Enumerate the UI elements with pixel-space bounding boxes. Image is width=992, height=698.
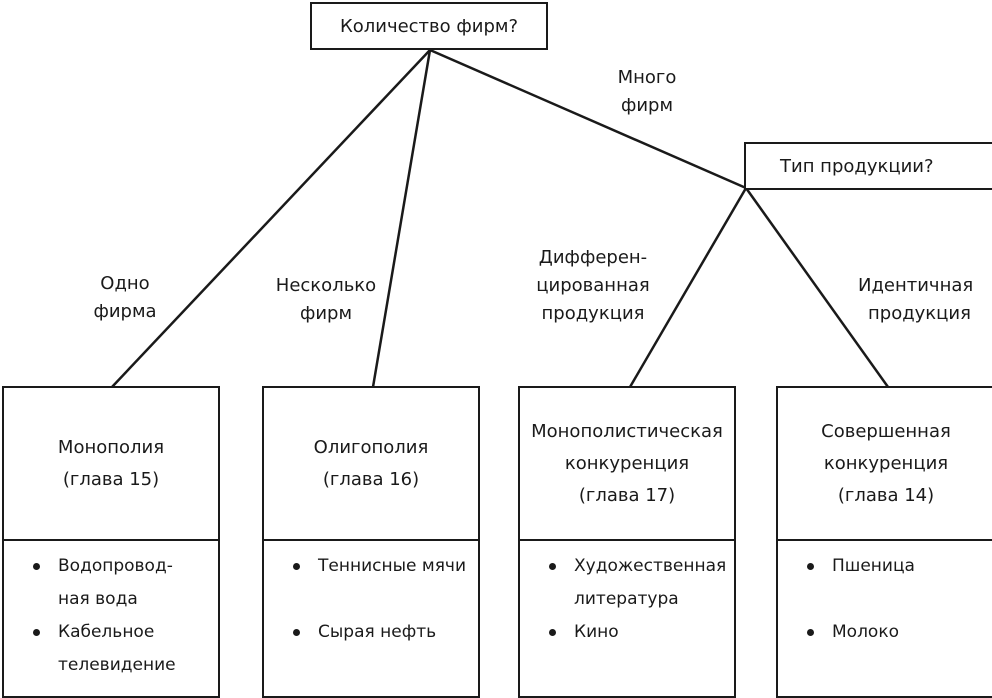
- bullet-icon: [293, 629, 300, 636]
- product-type-question-label: Тип продукции?: [780, 155, 934, 177]
- market-type-title: Монополистическая конкуренция (глава 17): [520, 388, 734, 541]
- list-item: Пшеница: [778, 550, 992, 583]
- branch-label-differentiated: Дифферен- цированная продукция: [536, 247, 650, 324]
- many-firms-label: Много фирм: [617, 67, 677, 116]
- edge-differentiated: [628, 187, 748, 388]
- market-box-monopoly: Монополия (глава 15) Водопровод- ная вод…: [2, 386, 220, 698]
- example-list: Теннисные мячи Сырая нефть: [264, 550, 478, 649]
- bullet-icon: [807, 629, 814, 636]
- list-item: Кабельное телевидение: [4, 616, 218, 682]
- bullet-icon: [293, 563, 300, 570]
- branch-label-several-firms: Несколько фирм: [275, 275, 377, 324]
- list-item: Кино: [520, 616, 734, 649]
- example-list: Пшеница Молоко: [778, 550, 992, 649]
- market-type-title: Монополия (глава 15): [4, 388, 218, 541]
- edge-several-firms: [371, 49, 432, 388]
- bullet-icon: [807, 563, 814, 570]
- bullet-icon: [33, 629, 40, 636]
- bullet-icon: [549, 563, 556, 570]
- product-type-question-box: Тип продукции?: [744, 142, 992, 190]
- edge-many-firms: [429, 48, 747, 190]
- market-box-monopolistic-competition: Монополистическая конкуренция (глава 17)…: [518, 386, 736, 698]
- bullet-icon: [549, 629, 556, 636]
- root-question-label: Количество фирм?: [339, 15, 519, 37]
- example-list: Водопровод- ная вода Кабельное телевиден…: [4, 550, 218, 682]
- list-item: Сырая нефть: [264, 616, 478, 649]
- edge-one-firm: [111, 49, 431, 388]
- edge-identical: [744, 187, 890, 388]
- list-item: Художественная литература: [520, 550, 734, 616]
- market-type-title: Совершенная конкуренция (глава 14): [778, 388, 992, 541]
- bullet-icon: [33, 563, 40, 570]
- root-question-box: Количество фирм?: [310, 2, 548, 50]
- example-list: Художественная литература Кино: [520, 550, 734, 649]
- list-item: Молоко: [778, 616, 992, 649]
- list-item: Теннисные мячи: [264, 550, 478, 583]
- market-box-oligopoly: Олигополия (глава 16) Теннисные мячи Сыр…: [262, 386, 480, 698]
- market-box-perfect-competition: Совершенная конкуренция (глава 14) Пшени…: [776, 386, 992, 698]
- market-type-title: Олигополия (глава 16): [264, 388, 478, 541]
- branch-label-one-firm: Одно фирма: [93, 273, 157, 322]
- list-item: Водопровод- ная вода: [4, 550, 218, 616]
- branch-label-identical: Идентичная продукция: [858, 275, 974, 324]
